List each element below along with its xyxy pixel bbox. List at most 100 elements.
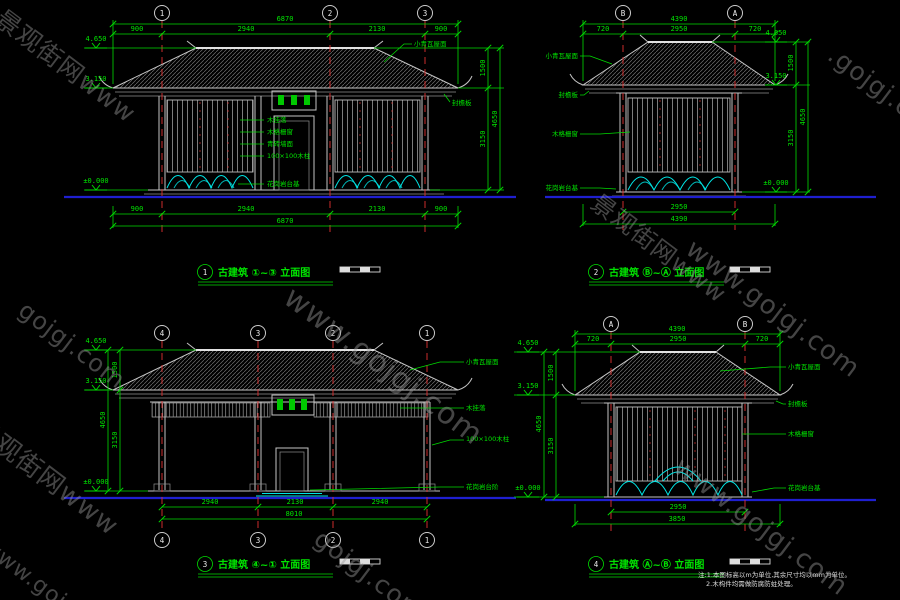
view-title: 古建筑 Ⓐ~Ⓑ 立面图 [609, 558, 704, 571]
dim-label: 2950 [671, 25, 688, 33]
view-c: 4 3 2 1 4 3 2 1 2940 2130 2940 8010 4.65… [64, 325, 516, 578]
level-label: ±0.000 [83, 177, 108, 185]
body-a [144, 90, 444, 195]
levels-d: 4.650 3.150 ±0.000 [514, 339, 640, 498]
annotation-label: 封檐板 [559, 90, 579, 99]
dim-label: 3150 [111, 432, 119, 449]
grid-bubble-label: 2 [331, 329, 336, 338]
scale-bar [729, 266, 771, 273]
dim-label: 4390 [671, 215, 688, 223]
annotation-label: 100×100木柱 [466, 434, 510, 443]
dim-label: 4390 [671, 15, 688, 23]
steps [256, 493, 328, 497]
level-label: 3.150 [517, 382, 538, 390]
grid-bubble-label: 1 [425, 329, 430, 338]
dim-label: 2940 [238, 25, 255, 33]
title-a: 1 古建筑 ①~③ 立面图 [197, 264, 381, 286]
grid-bubble-label: A [733, 9, 738, 18]
dim-label: 3150 [787, 130, 795, 147]
level-label: 3.150 [85, 377, 106, 385]
dimensions-right-b: 1500 3150 4650 [787, 38, 812, 196]
dim-label: 4650 [491, 111, 499, 128]
dim-label: 900 [435, 205, 448, 213]
roof-d [561, 344, 794, 404]
annotations-a: 小青瓦屋面 封檐板 木挂落 木格栅窗 青砖墙面 100×100木柱 花岗岩台基 [238, 39, 472, 188]
annotation-label: 100×100木柱 [267, 151, 311, 160]
annotation-label: 封檐板 [788, 399, 808, 408]
dim-label: 4390 [669, 325, 686, 333]
dim-label: 720 [587, 335, 600, 343]
dim-label: 2950 [670, 335, 687, 343]
annotation-label: 封檐板 [452, 98, 472, 107]
name-plaque [271, 90, 317, 111]
levels-a: 4.650 3.150 ±0.000 [83, 35, 196, 191]
view-title: 古建筑 ④~① 立面图 [218, 558, 310, 571]
view-title: 古建筑 ①~③ 立面图 [218, 266, 310, 279]
title-d: 4 古建筑 Ⓐ~Ⓑ 立面图 [588, 556, 771, 578]
level-label: ±0.000 [763, 179, 788, 187]
dim-label: 1500 [111, 362, 119, 379]
roof-c [98, 342, 473, 399]
note-line: 2.木构件均需做防腐防蛀处理。 [706, 579, 797, 588]
dim-label: 720 [597, 25, 610, 33]
lattice-screen [334, 99, 421, 173]
annotation-label: 木格栅窗 [267, 127, 293, 136]
dim-label: 2950 [671, 203, 688, 211]
dimensions-top-a: 6870 900 2940 2130 900 [109, 15, 462, 84]
dim-label: 2940 [238, 205, 255, 213]
annotation-label: 木格栅窗 [788, 429, 814, 438]
grid-bubble-label: B [621, 9, 626, 18]
annotation-label: 花岗岩台阶 [466, 482, 499, 491]
grid-bubble-label: 3 [423, 9, 428, 18]
dimensions-bottom-c: 2940 2130 2940 8010 [158, 498, 431, 523]
grid-bubble-label: 2 [328, 9, 333, 18]
column-base-stones [153, 483, 436, 492]
hanging-fretwork [151, 402, 271, 418]
annotation-label: 木格栅窗 [552, 129, 578, 138]
note-line: 注:1.本图标高以m为单位,其余尺寸均以mm为单位。 [698, 570, 851, 579]
dim-label: 2130 [369, 205, 386, 213]
body-b [612, 92, 746, 197]
grid-bubble-label: 2 [331, 536, 336, 545]
scale-bar [729, 558, 771, 565]
annotation-label: 木挂落 [267, 115, 287, 124]
dimensions-bottom-d: 2950 3850 [571, 503, 784, 528]
view-a: 1 2 3 6870 900 2940 2130 900 1500 3150 4… [64, 5, 516, 286]
grid-bubble-label: 3 [256, 329, 261, 338]
annotations-c: 小青瓦屋面 木挂落 100×100木柱 花岗岩台阶 [309, 357, 510, 491]
dimensions-bottom-b: 2950 4390 [579, 203, 779, 228]
level-label: 4.650 [517, 339, 538, 347]
dim-label: 4650 [799, 109, 807, 126]
title-b: 2 古建筑 Ⓑ~Ⓐ 立面图 [588, 264, 771, 286]
dim-label: 2950 [670, 503, 687, 511]
dim-label: 720 [749, 25, 762, 33]
grid-bubble-1: 1 [154, 5, 170, 21]
scale-bar [339, 266, 381, 273]
dimensions-left-d: 1500 3150 4650 [535, 348, 560, 501]
annotation-label: 小青瓦屋面 [546, 51, 579, 60]
levels-b: 4.650 3.150 ±0.000 [712, 29, 810, 193]
view-ref-number: 4 [594, 560, 599, 569]
dimensions-top-d: 4390 720 2950 720 [571, 325, 784, 391]
grid-bubble-3: 3 [417, 5, 433, 21]
dim-label: 2940 [372, 498, 389, 506]
grid-bubble-label: 1 [160, 9, 165, 18]
cloud-base-ornament [166, 175, 421, 190]
grid-bubble-label: A [609, 320, 614, 329]
view-b: B A 4390 720 2950 720 4.650 3.150 ±0.000… [545, 5, 876, 286]
dim-label: 6870 [277, 15, 294, 23]
annotation-label: 青砖墙面 [267, 139, 294, 148]
lattice-screen [627, 97, 731, 173]
dim-label: 6870 [277, 217, 294, 225]
annotation-label: 木挂落 [466, 403, 486, 412]
dim-label: 2940 [202, 498, 219, 506]
dim-label: 1500 [547, 365, 555, 382]
view-ref-number: 3 [203, 560, 208, 569]
annotations-b: 小青瓦屋面 封檐板 木格栅窗 花岗岩台基 [546, 51, 631, 192]
annotations-d: 小青瓦屋面 封檐板 木格栅窗 花岗岩台基 [719, 362, 821, 493]
grid-bubbles-top-c: 4 3 2 1 [154, 325, 435, 341]
door [275, 447, 309, 492]
level-label: 4.650 [85, 35, 106, 43]
cloud-base-ornament [615, 466, 743, 497]
